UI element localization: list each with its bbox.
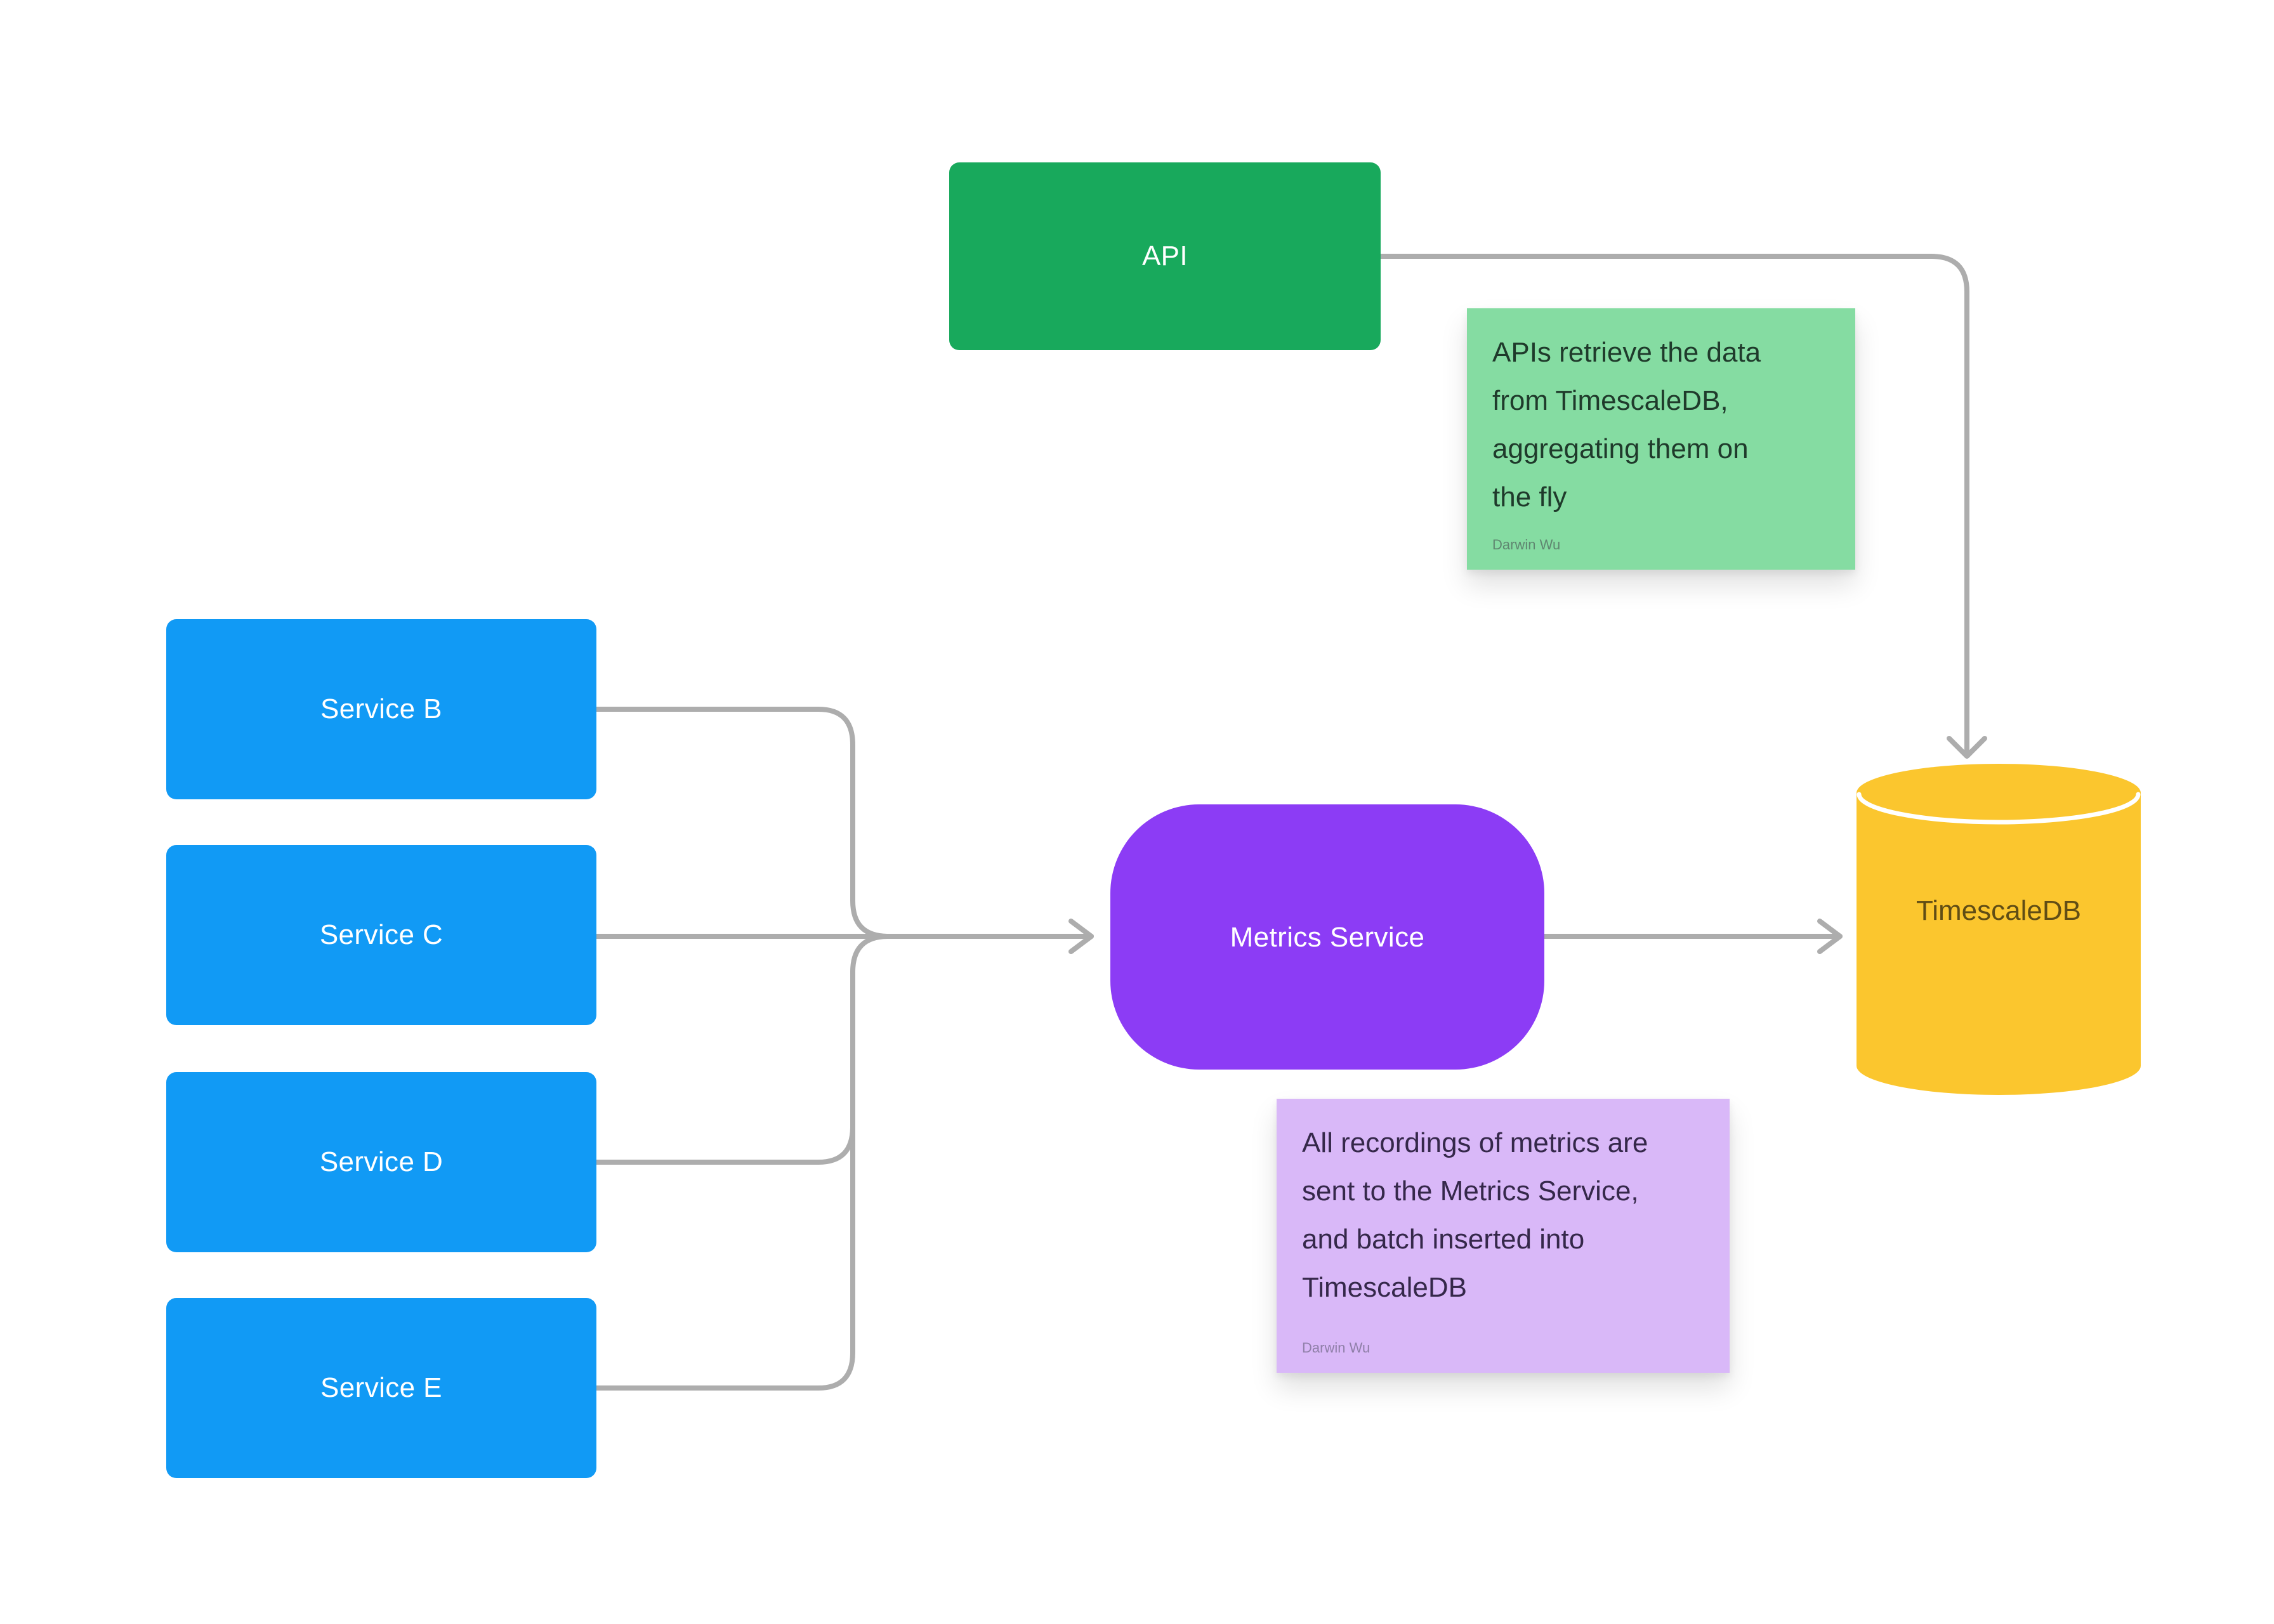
node-service-d[interactable]: Service D [166, 1072, 596, 1252]
node-service-c-label: Service C [319, 919, 444, 950]
edge-service-d-to-metrics[interactable] [594, 1124, 855, 1165]
edge-service-e-to-metrics[interactable] [594, 934, 891, 1391]
node-api[interactable]: API [949, 162, 1381, 350]
arrowhead-into-database-top [1947, 736, 1987, 759]
edge-service-b-to-metrics[interactable] [594, 707, 891, 939]
edge-api-to-database[interactable] [1378, 254, 1969, 756]
sticky-note-metrics-text: All recordings of metrics are sent to th… [1302, 1127, 1648, 1303]
arrowhead-into-metrics [1068, 919, 1094, 954]
sticky-note-metrics[interactable]: All recordings of metrics are sent to th… [1277, 1099, 1730, 1373]
node-service-e[interactable]: Service E [166, 1298, 596, 1478]
node-service-b[interactable]: Service B [166, 619, 596, 799]
arrowhead-into-database-left [1817, 919, 1843, 954]
node-service-e-label: Service E [320, 1372, 442, 1403]
node-timescaledb[interactable]: TimescaleDB [1857, 764, 2141, 1095]
sticky-note-api[interactable]: APIs retrieve the data from TimescaleDB,… [1467, 308, 1855, 570]
node-api-label: API [1141, 240, 1188, 272]
node-service-c[interactable]: Service C [166, 845, 596, 1025]
sticky-note-api-text: APIs retrieve the data from TimescaleDB,… [1492, 336, 1761, 513]
node-service-d-label: Service D [319, 1146, 444, 1177]
node-metrics-service-label: Metrics Service [1230, 920, 1425, 952]
database-cylinder-icon [1857, 764, 2141, 1095]
sticky-note-api-author: Darwin Wu [1492, 538, 1561, 553]
node-timescaledb-label: TimescaleDB [1916, 894, 2081, 926]
sticky-note-metrics-author: Darwin Wu [1302, 1341, 1370, 1356]
node-metrics-service[interactable]: Metrics Service [1110, 804, 1544, 1070]
node-service-b-label: Service B [320, 693, 442, 724]
